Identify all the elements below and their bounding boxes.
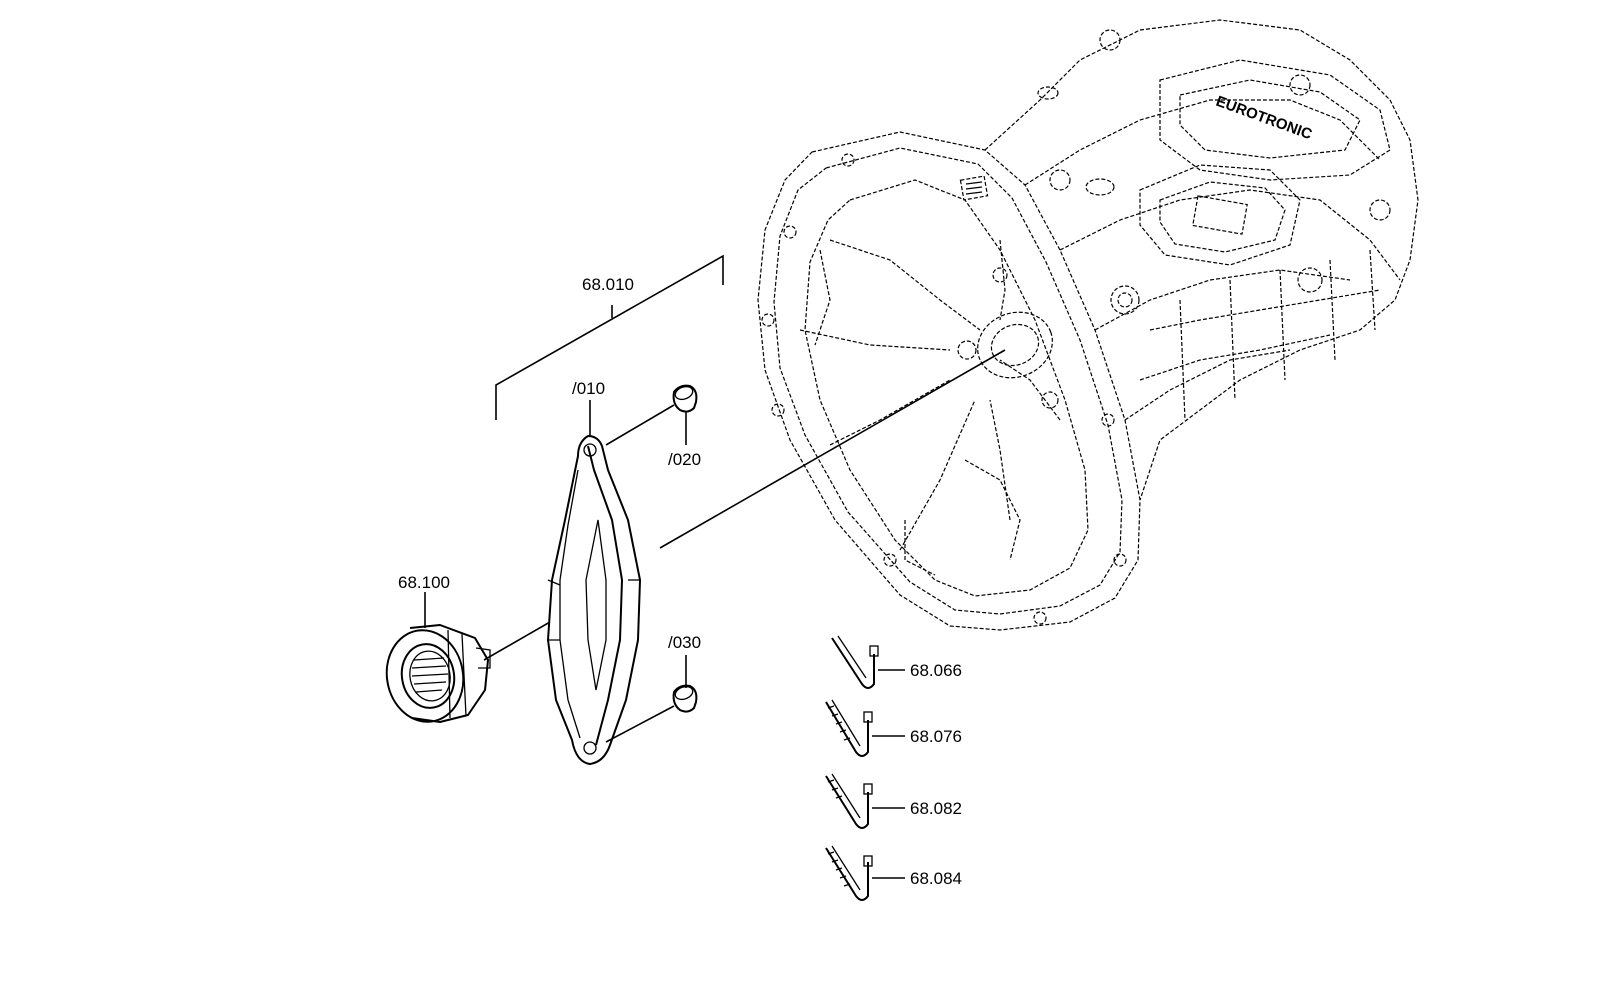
callout-pin-top: /020 [668, 450, 701, 469]
pin-bottom [672, 684, 698, 713]
callout-clip-3: 68.082 [910, 799, 962, 818]
spring-clip-2 [825, 699, 873, 757]
release-fork [547, 435, 641, 765]
gearbox-housing: EUROTRONIC [757, 19, 1419, 631]
assembly-bracket [495, 254, 724, 420]
bearing-axis-line [483, 621, 551, 661]
callout-68-010: 68.010 [582, 275, 634, 294]
pin-top [672, 384, 698, 413]
callout-clip-2: 68.076 [910, 727, 962, 746]
spring-clip-1 [831, 635, 879, 689]
shaft-axis-line [659, 349, 1006, 549]
release-bearing [385, 624, 491, 723]
callout-fork: /010 [572, 379, 605, 398]
leader-pin-top-axis [605, 404, 675, 446]
callout-pin-bottom: /030 [668, 633, 701, 652]
spring-clip-3 [825, 773, 873, 829]
spring-clip-4 [825, 845, 873, 901]
leader-pin-bottom-axis [605, 705, 675, 743]
callout-clip-4: 68.084 [910, 869, 962, 888]
callout-bearing: 68.100 [398, 573, 450, 592]
callout-clip-1: 68.066 [910, 661, 962, 680]
